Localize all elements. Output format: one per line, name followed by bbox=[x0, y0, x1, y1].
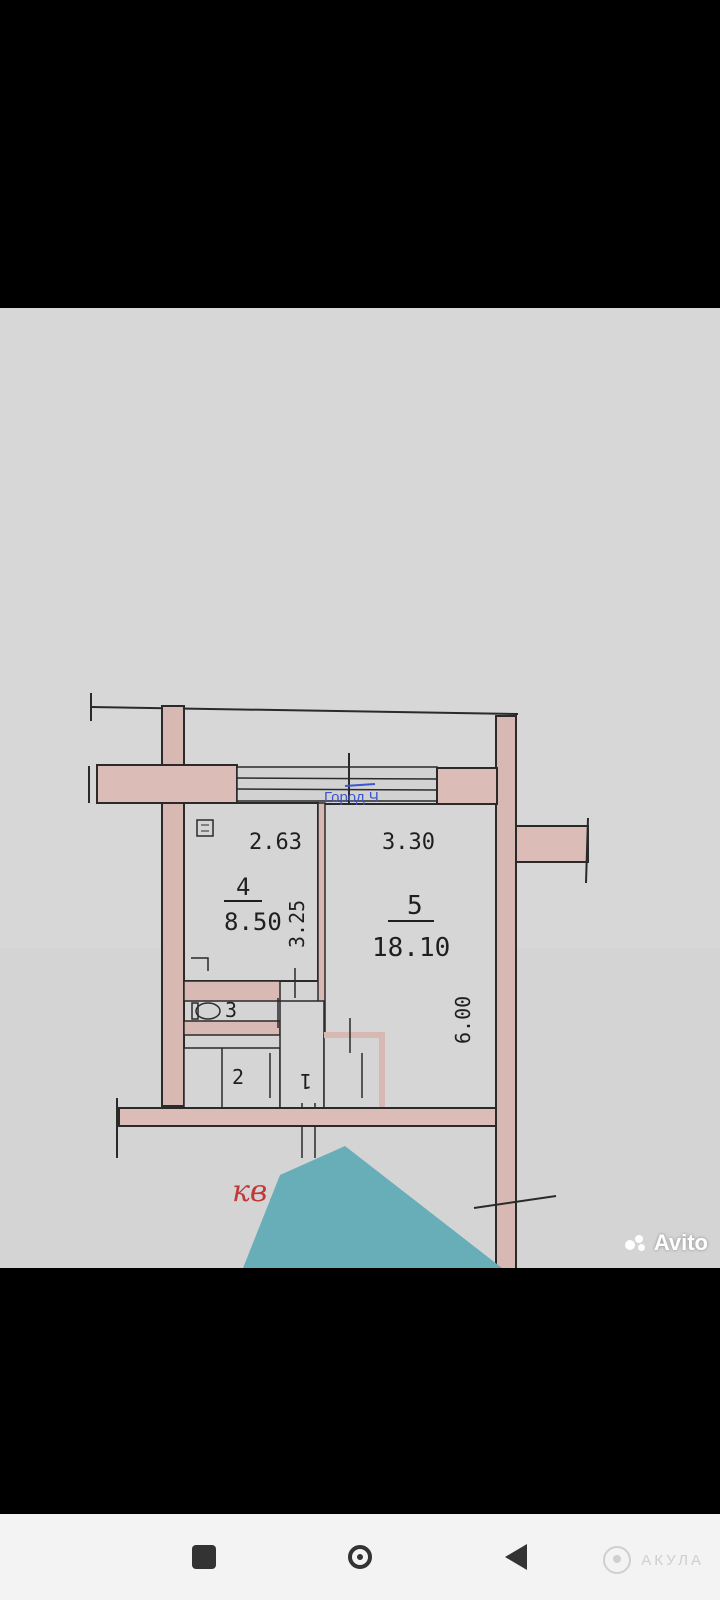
room-2-label: 2 bbox=[232, 1065, 244, 1089]
dimension-large-side: 6.00 bbox=[451, 996, 475, 1044]
home-button[interactable] bbox=[340, 1537, 380, 1577]
teal-paper bbox=[243, 1146, 502, 1268]
avito-dots-icon bbox=[624, 1234, 649, 1252]
akula-brand-label: АКУЛА bbox=[641, 1551, 704, 1569]
watermark-label: Avito bbox=[653, 1230, 708, 1255]
balcony-stub bbox=[515, 825, 589, 863]
room-large-area: 18.10 bbox=[372, 933, 450, 963]
square-icon bbox=[192, 1545, 216, 1569]
upper-wall-left bbox=[96, 764, 238, 804]
system-navigation-bar: АКУЛА bbox=[0, 1514, 720, 1600]
dimension-top-right: 3.30 bbox=[382, 830, 435, 855]
akula-logo-icon bbox=[603, 1546, 632, 1574]
room-small-number: 4 bbox=[236, 873, 250, 901]
bottom-wall bbox=[118, 1107, 497, 1127]
stove-icon bbox=[196, 819, 214, 837]
room-small-area: 8.50 bbox=[224, 908, 282, 936]
back-triangle-icon bbox=[505, 1544, 527, 1570]
toilet-icon bbox=[195, 1002, 221, 1020]
room-large-number: 5 bbox=[407, 891, 423, 921]
dimension-small-side: 3.25 bbox=[285, 900, 309, 948]
back-button[interactable] bbox=[496, 1537, 536, 1577]
akula-brand-mark: АКУЛА bbox=[603, 1546, 704, 1574]
sink-icon bbox=[191, 957, 209, 971]
upper-wall-right bbox=[436, 767, 498, 805]
floorplan-photo: 2.63 3.30 4 8.50 5 18.10 3.25 6.00 3 2 1… bbox=[0, 308, 720, 1268]
room-1-label: 1 bbox=[300, 1069, 312, 1093]
window bbox=[236, 766, 438, 802]
room-3-label: 3 bbox=[225, 998, 237, 1022]
avito-watermark: Avito bbox=[624, 1230, 708, 1256]
right-wall bbox=[495, 715, 517, 1268]
recent-apps-button[interactable] bbox=[184, 1537, 224, 1577]
stamp-text: Город Ч bbox=[324, 789, 379, 806]
dimension-top-left: 2.63 bbox=[249, 830, 302, 855]
home-circle-icon bbox=[348, 1545, 372, 1569]
floorplan-drawing: 2.63 3.30 4 8.50 5 18.10 3.25 6.00 3 2 1… bbox=[0, 308, 720, 1268]
